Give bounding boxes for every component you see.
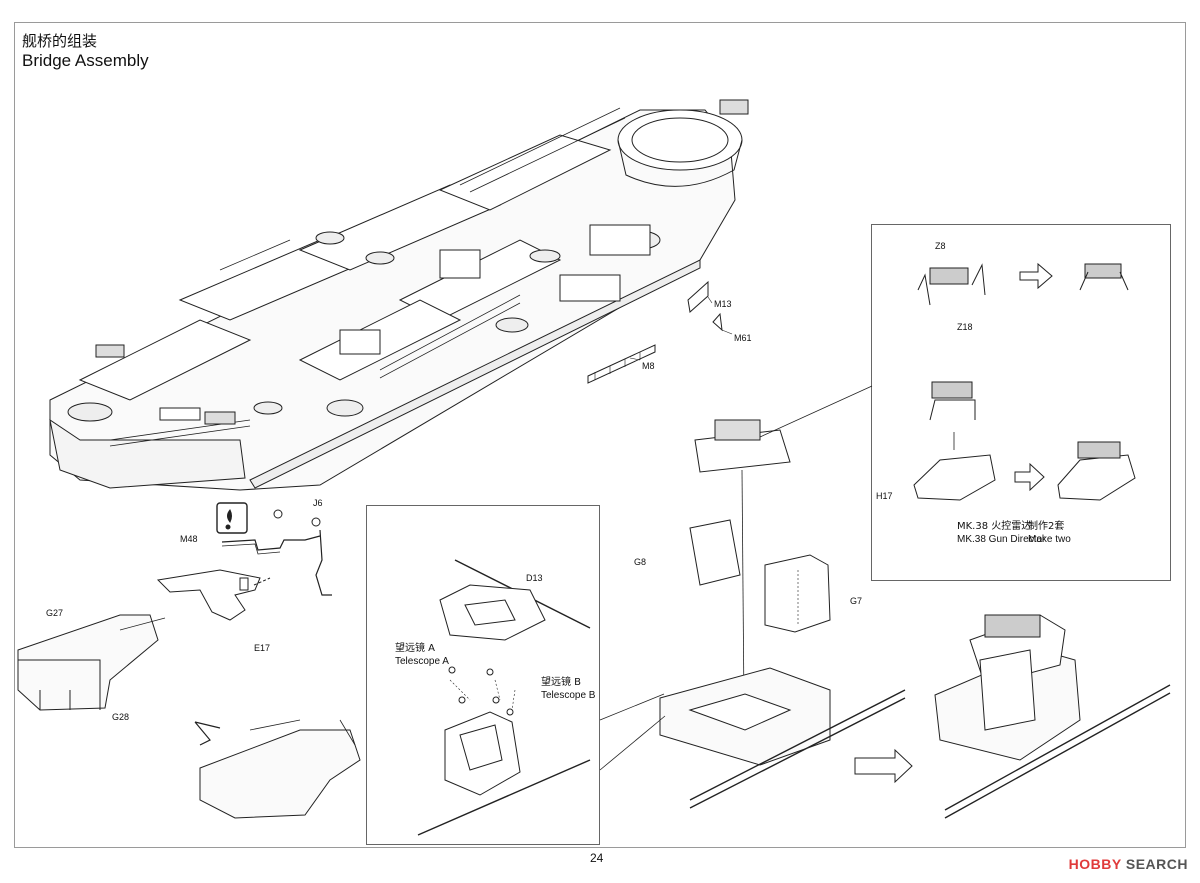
label-m13: M13 [714, 299, 732, 309]
watermark-prefix: HOBBY [1068, 856, 1122, 872]
page-number: 24 [590, 851, 604, 865]
make-two-cn: 制作2套 [1028, 521, 1065, 532]
director-tower-assembly [659, 385, 906, 809]
superstructure-deck [49, 99, 749, 491]
label-g27: G27 [46, 608, 64, 618]
flow-arrows [599, 693, 666, 771]
telescope-b-en: Telescope B [541, 690, 596, 701]
gun-director-detail-box [871, 224, 1171, 581]
watermark: HOBBY SEARCH [1069, 856, 1188, 872]
page-frame [14, 22, 1186, 848]
telescope-b-cn: 望远镜 B [541, 677, 582, 688]
label-e17: E17 [254, 643, 271, 653]
gun-director-en: MK.38 Gun Director [957, 534, 1046, 545]
final-bridge-assembly [854, 614, 1171, 819]
watermark-suffix: SEARCH [1125, 856, 1188, 872]
gun-director-drawings [913, 262, 1136, 501]
telescope-a-en: Telescope A [395, 656, 449, 667]
title-english: Bridge Assembly [22, 51, 149, 70]
telescope-a-cn: 望远镜 A [395, 643, 436, 654]
label-g28: G28 [112, 712, 130, 722]
label-g7: G7 [850, 596, 863, 606]
label-z18: Z18 [957, 322, 973, 332]
telescope-detail [417, 559, 591, 836]
gun-director-cn: MK.38 火控雷达 [957, 521, 1032, 532]
telescope-detail-box [366, 505, 600, 845]
label-m61: M61 [734, 333, 752, 343]
railing-parts [587, 280, 733, 384]
label-m8: M8 [642, 361, 655, 371]
make-two-en: Make two [1028, 534, 1071, 545]
title-chinese: 舰桥的组装 [22, 32, 98, 50]
label-m48: M48 [180, 534, 198, 544]
label-z8: Z8 [935, 241, 946, 251]
label-j6: J6 [313, 498, 323, 508]
bridge-base-subassembly [17, 502, 361, 819]
label-h17: H17 [876, 491, 893, 501]
label-g8: G8 [634, 557, 647, 567]
label-d13: D13 [526, 573, 543, 583]
